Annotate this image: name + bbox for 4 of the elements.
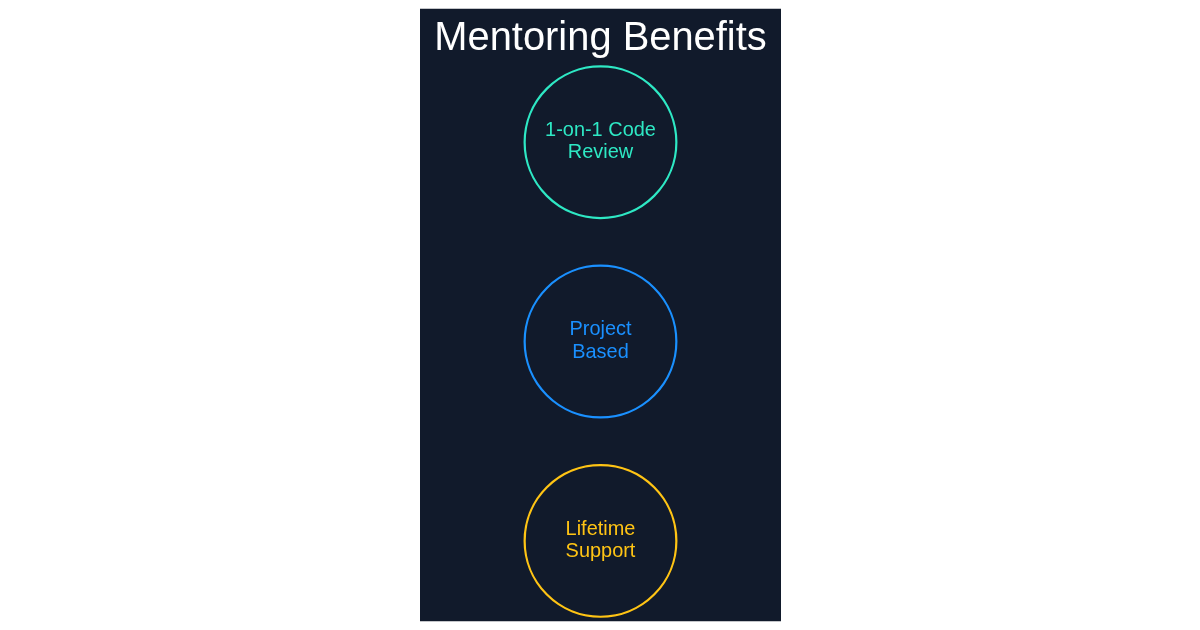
node-circle: Lifetime Support xyxy=(523,463,677,618)
node-circle: 1-on-1 Code Review xyxy=(523,65,677,220)
diagram-title: Mentoring Benefits xyxy=(433,13,767,58)
node-circle: Project Based xyxy=(523,264,677,419)
